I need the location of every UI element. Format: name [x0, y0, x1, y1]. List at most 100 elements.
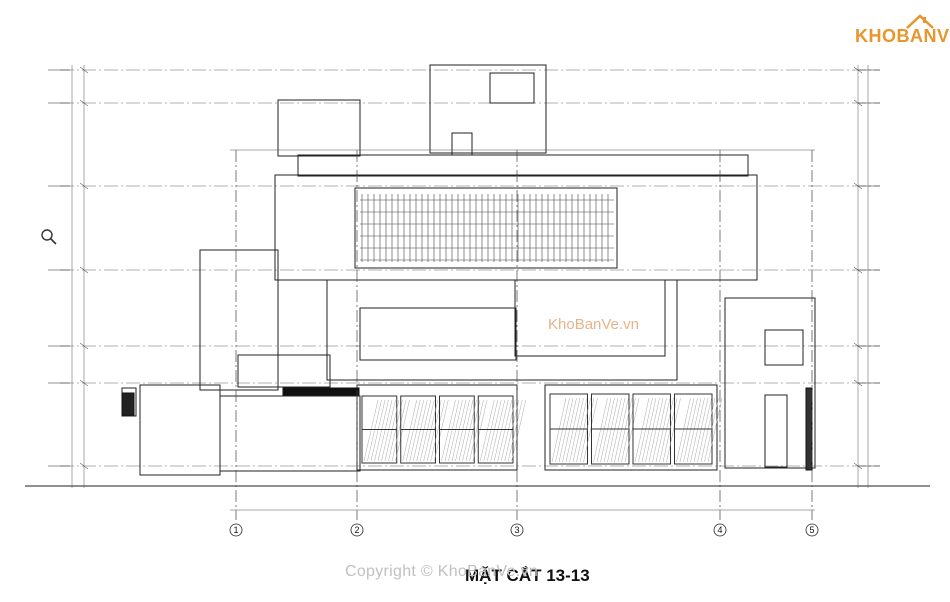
axis-label: 2 — [354, 525, 359, 535]
wall-outline — [724, 297, 816, 469]
glass-hatch — [603, 397, 619, 463]
glass-hatch — [458, 399, 474, 462]
glass-hatch — [444, 399, 460, 462]
glass-hatch — [583, 397, 598, 463]
glass-hatch — [576, 397, 591, 463]
wall-outline — [489, 72, 535, 104]
logo-text: KHOBANVE — [855, 26, 950, 46]
wall-outline — [139, 384, 221, 476]
glass-hatch — [465, 399, 481, 462]
glass-hatch — [648, 397, 664, 463]
glass-hatch — [617, 397, 633, 463]
glass-hatch — [551, 397, 567, 463]
axis-bubble — [229, 523, 243, 537]
glass-hatch — [511, 399, 526, 462]
drawing-title: MẶT CẮT 13-13 — [465, 566, 590, 585]
glass-hatch — [381, 399, 396, 462]
axis-label: 5 — [809, 525, 814, 535]
glass-hatch — [565, 397, 581, 463]
glass-hatch — [707, 397, 723, 463]
glass-hatch — [558, 397, 574, 463]
glass-hatch — [441, 399, 456, 462]
glass-hatch — [391, 399, 407, 462]
glass-hatch — [508, 399, 523, 462]
glass-hatch — [384, 399, 400, 462]
level-lines — [25, 69, 930, 487]
axis-bubble — [713, 523, 727, 537]
dim-tick — [79, 342, 89, 350]
dim-tick — [853, 182, 863, 190]
wall-outline — [199, 249, 279, 391]
glass-hatch — [697, 397, 712, 463]
glass-hatch — [572, 397, 588, 463]
glass-hatch — [700, 397, 716, 463]
glass-hatch — [480, 399, 495, 462]
wall-outline — [219, 395, 361, 472]
glass-hatch — [487, 399, 502, 462]
glass-hatch — [504, 399, 519, 462]
glass-hatch — [614, 397, 629, 463]
wall-outline — [356, 384, 518, 471]
glass-hatch — [683, 397, 698, 463]
glass-hatch — [659, 397, 674, 463]
wall-outline — [451, 132, 473, 156]
glass-hatch — [413, 399, 428, 462]
glass-hatch — [555, 397, 570, 463]
wall-outline — [764, 394, 788, 468]
glass-hatch — [388, 399, 403, 462]
dim-tick — [853, 66, 863, 74]
axis-bubble — [805, 523, 819, 537]
glass-hatch — [363, 399, 379, 462]
glass-hatch — [448, 399, 463, 462]
glass-hatch — [409, 399, 424, 462]
glass-hatch — [655, 397, 671, 463]
axis-bubble — [510, 523, 524, 537]
dim-tick — [79, 66, 89, 74]
glass-hatch — [420, 399, 435, 462]
dim-tick — [853, 342, 863, 350]
house-roof-icon — [906, 14, 934, 29]
wall-outline — [544, 384, 718, 471]
dim-tick — [79, 182, 89, 190]
dim-tick — [853, 266, 863, 274]
glass-hatch — [406, 399, 421, 462]
dim-tick — [853, 379, 863, 387]
glass-hatch — [704, 397, 719, 463]
glass-hatch — [593, 397, 608, 463]
wall-outline — [764, 329, 804, 366]
glass-hatch — [596, 397, 612, 463]
glass-hatch — [370, 399, 386, 462]
glass-hatch — [666, 397, 681, 463]
glass-hatch — [607, 397, 622, 463]
wall-outline — [277, 99, 361, 157]
glass-hatch — [416, 399, 431, 462]
glass-hatch — [494, 399, 509, 462]
glass-hatch — [645, 397, 660, 463]
glass-hatch — [501, 399, 516, 462]
glass-hatch — [610, 397, 626, 463]
wall-outline — [237, 354, 331, 388]
glass-hatch — [451, 399, 467, 462]
glass-hatch — [430, 399, 445, 462]
magnifier-icon[interactable] — [40, 228, 58, 246]
glass-hatch — [562, 397, 577, 463]
glass-hatch — [693, 397, 709, 463]
glass-hatch — [652, 397, 667, 463]
watermark-bottom: Copyright © KhoBanVe.vn — [345, 563, 539, 580]
wall-outline — [297, 154, 749, 177]
dim-tick — [79, 99, 89, 107]
wall-outline — [326, 279, 678, 381]
glass-hatch — [690, 397, 705, 463]
dim-tick — [79, 266, 89, 274]
axis-label: 4 — [717, 525, 722, 535]
dim-tick — [853, 462, 863, 470]
glass-hatch — [455, 399, 470, 462]
glass-hatch — [472, 399, 488, 462]
column-dark — [805, 387, 813, 471]
building-section — [121, 64, 816, 476]
wall-outline — [359, 307, 517, 361]
glass-hatch — [686, 397, 702, 463]
glass-hatch — [367, 399, 382, 462]
